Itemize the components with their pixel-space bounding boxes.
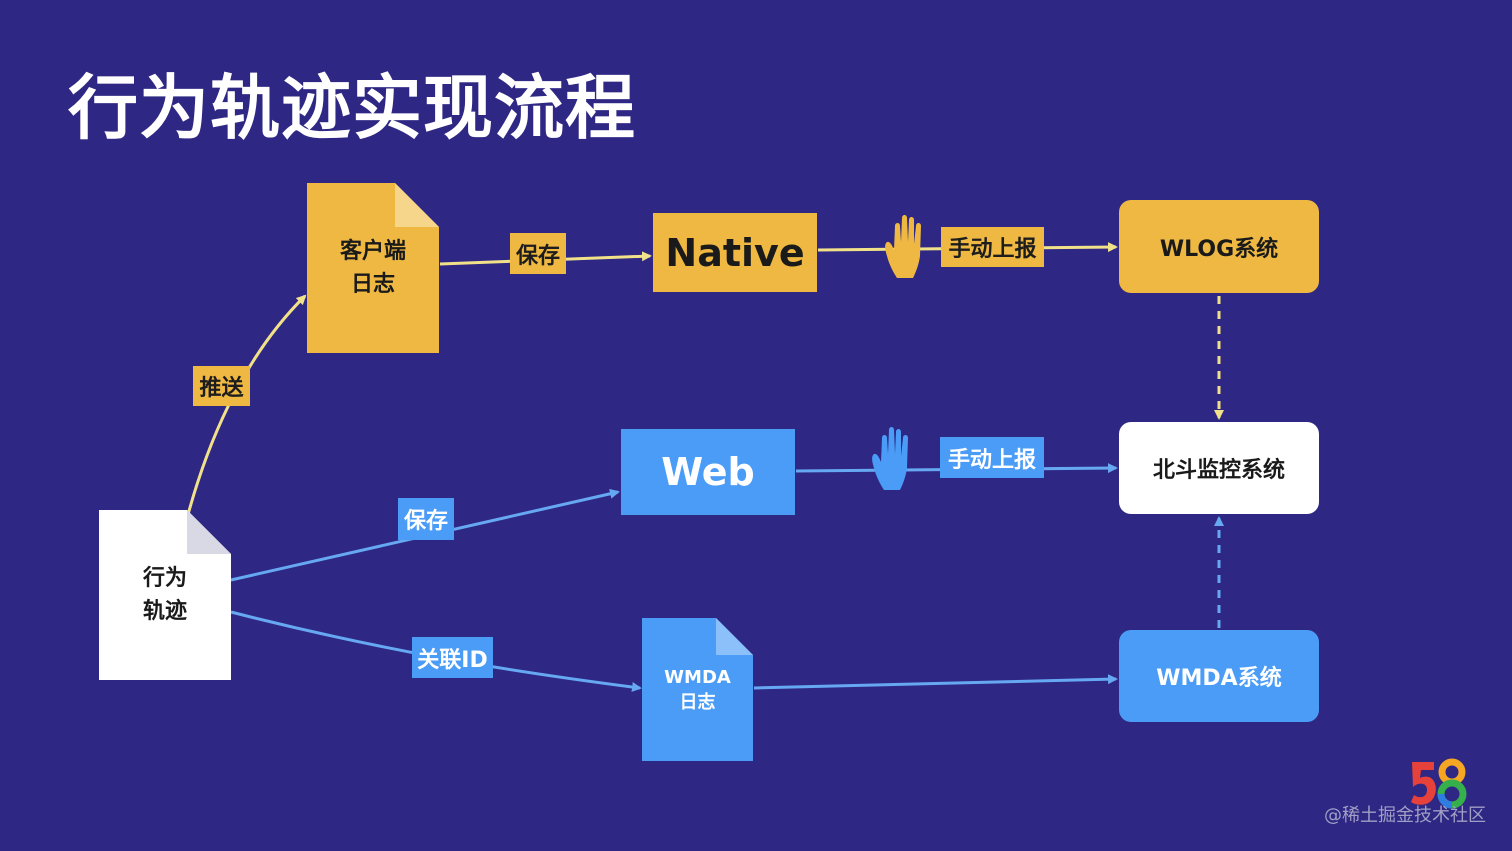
page-title: 行为轨迹实现流程 bbox=[68, 67, 636, 149]
client-log-line2: 日志 bbox=[350, 272, 395, 297]
58-logo-icon bbox=[1411, 758, 1467, 809]
label-save-native: 保存 bbox=[510, 233, 566, 274]
label-save-web: 保存 bbox=[398, 498, 454, 540]
hand-icon bbox=[885, 215, 921, 278]
source-doc-line1: 行为 bbox=[142, 566, 187, 591]
wmda-log-line1: WMDA bbox=[664, 666, 731, 688]
native-box: Native bbox=[653, 213, 817, 292]
edge-push bbox=[184, 294, 307, 523]
wlog-system-box: WLOG系统 bbox=[1119, 200, 1319, 293]
label-manual-report-native: 手动上报 bbox=[941, 227, 1044, 267]
edge-wmda-log-system bbox=[753, 674, 1118, 690]
client-log-doc: 客户端 日志 bbox=[307, 183, 439, 353]
wmda-system-box: WMDA系统 bbox=[1119, 630, 1319, 722]
beidou-system-box: 北斗监控系统 bbox=[1119, 422, 1319, 514]
wmda-log-line2: 日志 bbox=[679, 691, 716, 713]
label-assoc-id: 关联ID bbox=[412, 637, 493, 678]
source-doc-line2: 轨迹 bbox=[142, 599, 187, 624]
label-push: 推送 bbox=[193, 366, 250, 406]
source-doc: 行为 轨迹 bbox=[99, 510, 231, 680]
client-log-line1: 客户端 bbox=[339, 239, 406, 264]
hand-icon bbox=[872, 427, 908, 490]
wmda-log-doc: WMDA 日志 bbox=[642, 618, 753, 761]
watermark: @稀土掘金技术社区 bbox=[1324, 805, 1486, 826]
web-box: Web bbox=[621, 429, 795, 515]
label-manual-report-web: 手动上报 bbox=[940, 437, 1044, 478]
